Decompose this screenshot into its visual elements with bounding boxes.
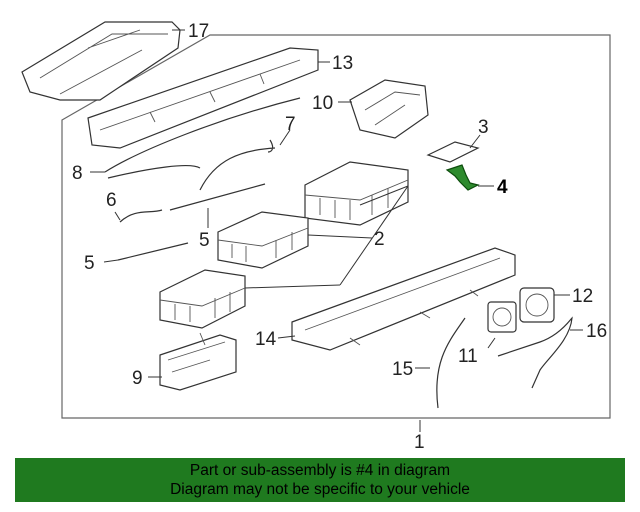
part-14-tray [291, 247, 516, 351]
parts-diagram: 17 13 10 3 4 8 7 6 5 5 2 12 14 11 16 15 … [21, 21, 611, 452]
callout-1: 1 [414, 432, 425, 452]
callout-14: 14 [255, 329, 277, 350]
part-8-wire [104, 97, 301, 179]
part-5-wire-upper [169, 183, 266, 211]
part-7-wire [199, 139, 276, 191]
banner-line-1: Part or sub-assembly is #4 in diagram [189, 462, 451, 479]
part-12-fan [519, 287, 555, 323]
callout-5-lower: 5 [84, 253, 95, 274]
part-16-harness [497, 316, 573, 389]
leader-lines [90, 29, 583, 432]
part-6-wire [119, 209, 163, 223]
banner-line-2: Diagram may not be specific to your vehi… [170, 481, 470, 498]
callout-11: 11 [458, 346, 478, 367]
part-2-battery-module-bottom [159, 269, 246, 329]
callout-12: 12 [572, 286, 593, 307]
part-10-duct [349, 79, 429, 139]
part-13-bracket [87, 47, 319, 149]
callout-6: 6 [106, 190, 117, 211]
callout-8: 8 [72, 163, 83, 184]
info-banner: Part or sub-assembly is #4 in diagram Di… [15, 458, 625, 502]
part-11-fan [487, 301, 517, 333]
callout-2: 2 [374, 229, 385, 250]
callout-7: 7 [285, 114, 296, 135]
assembly-frame [61, 34, 611, 419]
part-2-battery-module-top [304, 161, 409, 226]
callout-17: 17 [188, 21, 209, 42]
part-3-plate [426, 141, 480, 163]
part-9-ecu [159, 332, 237, 391]
part-15-cable [436, 317, 466, 409]
callout-13: 13 [332, 53, 353, 74]
part-4-highlighted-bracket [445, 164, 480, 191]
callout-4-highlighted: 4 [497, 177, 508, 198]
callout-9: 9 [132, 368, 143, 389]
callout-15: 15 [392, 359, 413, 380]
callout-10: 10 [312, 93, 333, 114]
part-5-wire-lower [117, 242, 189, 261]
part-17-cover [21, 21, 181, 101]
part-2-battery-module-middle [217, 211, 309, 269]
callout-3: 3 [478, 117, 489, 138]
callout-16: 16 [586, 321, 607, 342]
callout-5-upper: 5 [199, 230, 210, 251]
